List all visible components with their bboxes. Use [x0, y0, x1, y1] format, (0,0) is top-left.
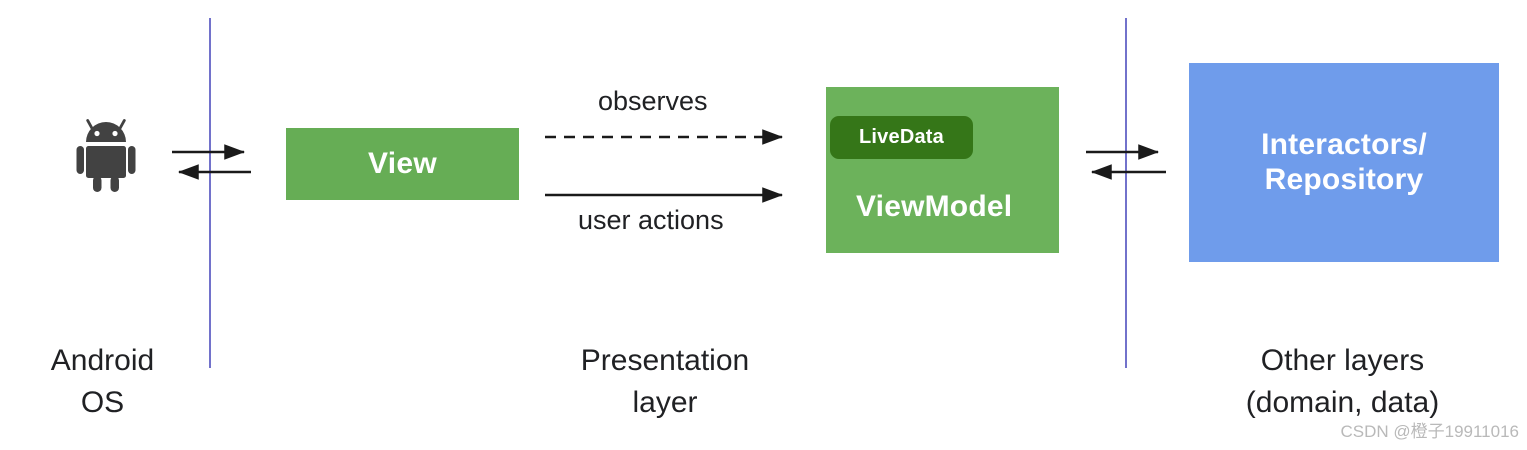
viewmodel-box[interactable]: ViewModel: [826, 87, 1059, 253]
viewmodel-box-label: ViewModel: [856, 190, 1013, 224]
csdn-watermark: CSDN @橙子19911016: [1340, 422, 1519, 441]
view-box-label: View: [367, 146, 438, 180]
layer-divider-left: [209, 18, 211, 368]
zone-label-presentation: Presentation layer: [580, 344, 750, 419]
arrow-label-observes: observes: [598, 86, 708, 116]
zone-label-android-os: Android OS: [50, 344, 155, 419]
livedata-badge-label: LiveData: [859, 126, 944, 148]
android-robot-icon: [76, 115, 136, 193]
layer-divider-right: [1125, 18, 1127, 368]
view-box[interactable]: View: [286, 128, 519, 200]
interactors-box-label-line1: Interactors/: [1261, 127, 1427, 161]
zone-label-other-layers: Other layers (domain, data): [1245, 344, 1440, 419]
arrow-label-user-actions: user actions: [578, 205, 724, 235]
interactors-box-label-line2: Repository: [1264, 162, 1424, 196]
livedata-badge[interactable]: LiveData: [830, 116, 973, 159]
interactors-repository-box[interactable]: Interactors/ Repository: [1189, 63, 1499, 262]
